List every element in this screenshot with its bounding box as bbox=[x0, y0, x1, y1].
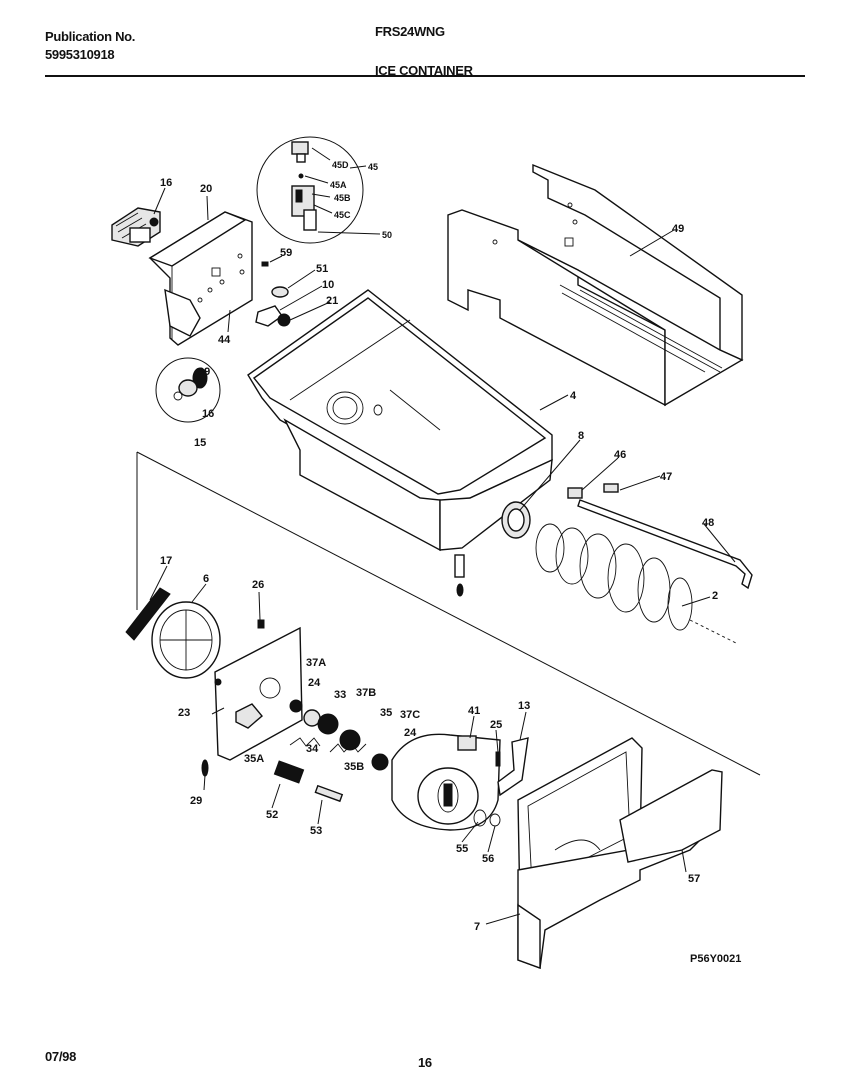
callout-50: 50 bbox=[382, 230, 392, 240]
callout-16b: 16 bbox=[202, 408, 214, 420]
switch-detail-inset bbox=[256, 136, 381, 244]
callout-34: 34 bbox=[306, 743, 319, 755]
callout-39: 39 bbox=[198, 366, 210, 378]
callout-20: 20 bbox=[200, 183, 212, 195]
callout-45a: 45A bbox=[330, 180, 347, 190]
callout-16: 16 bbox=[160, 177, 172, 189]
auger-motor-inset bbox=[155, 357, 221, 423]
small-fasteners-upper bbox=[255, 261, 291, 327]
model-number: FRS24WNG bbox=[375, 24, 445, 39]
callout-6: 6 bbox=[203, 573, 209, 585]
callout-45b: 45B bbox=[334, 193, 351, 203]
actuator-rod bbox=[567, 483, 753, 590]
callout-49: 49 bbox=[672, 223, 684, 235]
callout-4: 4 bbox=[570, 390, 577, 402]
callout-46: 46 bbox=[614, 449, 626, 461]
callout-47: 47 bbox=[660, 471, 672, 483]
header-rule bbox=[45, 75, 805, 77]
auger-coil bbox=[535, 523, 739, 645]
callout-8: 8 bbox=[578, 430, 584, 442]
callout-37a: 37A bbox=[306, 657, 326, 669]
callout-17: 17 bbox=[160, 555, 172, 567]
callout-15: 15 bbox=[194, 437, 206, 449]
callout-44: 44 bbox=[218, 334, 231, 346]
callout-33: 33 bbox=[334, 689, 346, 701]
footer-date: 07/98 bbox=[45, 1049, 77, 1064]
rear-bracket bbox=[447, 163, 744, 407]
callout-25: 25 bbox=[490, 719, 502, 731]
ice-container-bin bbox=[247, 289, 553, 597]
callout-48: 48 bbox=[702, 517, 714, 529]
callout-45d: 45D bbox=[332, 160, 349, 170]
dispenser-door-assembly bbox=[517, 737, 723, 969]
callout-52: 52 bbox=[266, 809, 278, 821]
callout-labels: 16 20 45D 45 45A 45B 45C 50 49 59 51 10 … bbox=[160, 160, 741, 965]
motor-bracket-assembly bbox=[111, 207, 253, 346]
callout-24b: 24 bbox=[404, 727, 417, 739]
callout-57: 57 bbox=[688, 873, 700, 885]
leader-lines bbox=[149, 187, 736, 925]
crusher-impeller bbox=[125, 587, 221, 679]
callout-59: 59 bbox=[280, 247, 292, 259]
callout-35: 35 bbox=[380, 707, 392, 719]
callout-13: 13 bbox=[518, 700, 530, 712]
callout-45c: 45C bbox=[334, 210, 351, 220]
figure-code: P56Y0021 bbox=[690, 953, 741, 965]
mounting-plate bbox=[201, 619, 303, 777]
callout-23: 23 bbox=[178, 707, 190, 719]
footer-page-number: 16 bbox=[418, 1055, 432, 1070]
callout-56: 56 bbox=[482, 853, 494, 865]
callout-35a: 35A bbox=[244, 753, 264, 765]
callout-35b: 35B bbox=[344, 761, 364, 773]
crusher-shaft-parts bbox=[273, 699, 389, 803]
callout-41: 41 bbox=[468, 705, 480, 717]
callout-26: 26 bbox=[252, 579, 264, 591]
callout-55: 55 bbox=[456, 843, 468, 855]
callout-37c: 37C bbox=[400, 709, 420, 721]
section-title: ICE CONTAINER bbox=[375, 63, 473, 78]
drive-motor-housing bbox=[391, 733, 529, 831]
callout-37b: 37B bbox=[356, 687, 376, 699]
publication-number: 5995310918 bbox=[45, 47, 115, 62]
callout-29: 29 bbox=[190, 795, 202, 807]
frame-edge-top bbox=[136, 451, 761, 776]
callout-53: 53 bbox=[310, 825, 322, 837]
callout-51: 51 bbox=[316, 263, 328, 275]
publication-label: Publication No. bbox=[45, 29, 136, 44]
callout-45: 45 bbox=[368, 162, 378, 172]
callout-10: 10 bbox=[322, 279, 334, 291]
callout-24: 24 bbox=[308, 677, 321, 689]
callout-21: 21 bbox=[326, 295, 338, 307]
callout-2: 2 bbox=[712, 590, 718, 602]
callout-7: 7 bbox=[474, 921, 480, 933]
